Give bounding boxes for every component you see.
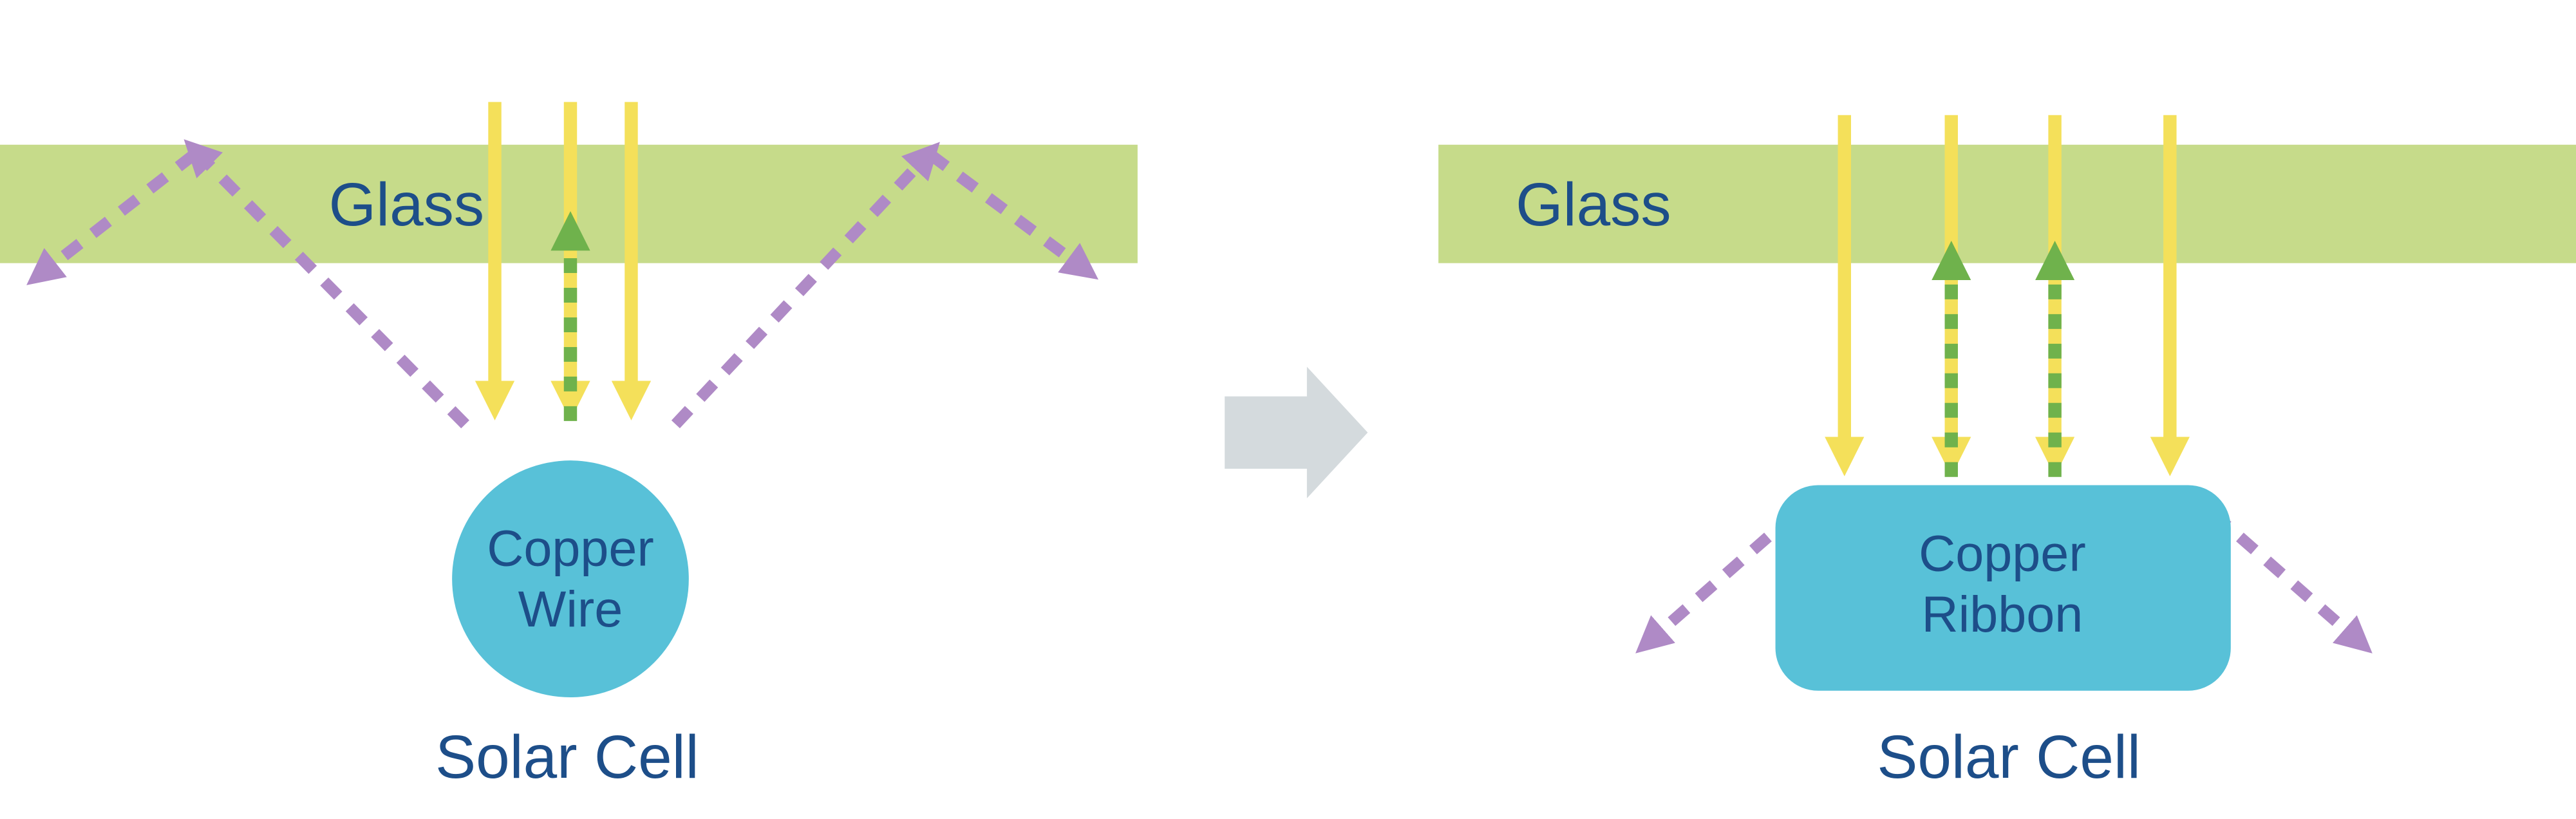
right-panel: Glass Copper Ribbon Solar Cell bbox=[1438, 115, 2576, 791]
solar-cell-caption: Solar Cell bbox=[435, 723, 699, 791]
copper-wire-shape bbox=[452, 460, 689, 697]
scattered-light-arrow bbox=[26, 150, 198, 285]
transition-arrow-icon bbox=[1225, 366, 1368, 498]
glass-label: Glass bbox=[1516, 171, 1671, 239]
left-panel: Glass Copper Wire Solar Cell bbox=[0, 102, 1138, 791]
glass-label: Glass bbox=[329, 171, 484, 239]
glass-layer bbox=[1438, 144, 2576, 263]
conductor-label-line2: Wire bbox=[518, 580, 623, 637]
solar-cell-caption: Solar Cell bbox=[1877, 723, 2140, 791]
copper-ribbon-shape bbox=[1775, 485, 2231, 691]
scattered-light-arrow bbox=[671, 142, 940, 429]
scattered-light-arrow bbox=[1635, 509, 1800, 654]
scattered-light-arrow bbox=[926, 149, 1099, 280]
conductor-label-line2: Ribbon bbox=[1922, 585, 2083, 643]
conductor-label-line1: Copper bbox=[1919, 524, 2086, 581]
scattered-light-arrow bbox=[183, 139, 469, 429]
conductor-label-line1: Copper bbox=[487, 520, 654, 577]
scattered-light-arrow bbox=[2208, 509, 2373, 654]
